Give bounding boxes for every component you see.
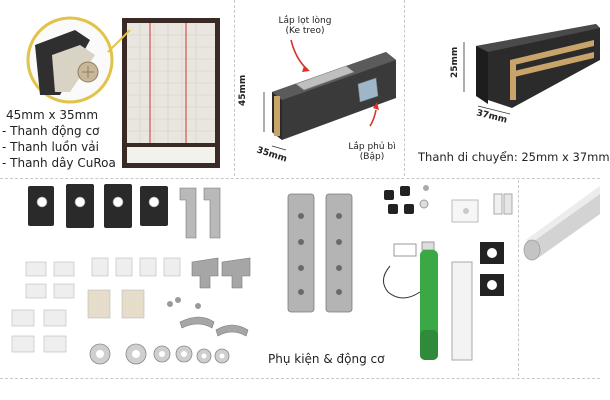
moving-bar-height-dim: 25mm: [450, 46, 460, 78]
panel-accessories: Phụ kiện & động cơ: [0, 180, 516, 376]
cover-mount-line2: (Bập): [359, 152, 385, 162]
divider-bottom: [0, 378, 600, 379]
cover-mount-label: Lắp phủ bì (Bập): [342, 142, 402, 162]
accessories-caption: Phụ kiện & động cơ: [268, 352, 385, 366]
panel-clear-rod: [520, 180, 600, 376]
frame-size-label: 45mm x 35mm: [6, 108, 99, 122]
flush-mount-line1: Lắp lọt lòng: [278, 16, 332, 26]
clear-rod-illustration: [523, 186, 600, 261]
bullet-motor-bar: - Thanh động cơ: [2, 124, 100, 138]
flush-mount-label: Lắp lọt lòng (Ke treo): [270, 16, 340, 36]
panel-frame-profile: 45mm x 35mm - Thanh động cơ - Thanh luồn…: [0, 0, 232, 176]
bullet-fabric-bar: - Thanh luồn vải: [2, 140, 99, 154]
flush-mount-line2: (Ke treo): [285, 26, 325, 36]
divider-1: [234, 0, 235, 176]
rail-profile-illustration: [263, 39, 396, 151]
panel-moving-bar: 25mm 37mm Thanh di chuyển: 25mm x 37mm: [406, 0, 610, 176]
divider-2: [404, 0, 405, 176]
rail-height-dim: 45mm: [238, 74, 248, 106]
window-frame-illustration: [26, 16, 220, 168]
divider-horizontal: [0, 178, 600, 179]
moving-bar-illustration: [463, 24, 600, 115]
cover-mount-line1: Lắp phủ bì: [348, 142, 396, 152]
accessories-illustration: [11, 184, 513, 365]
moving-bar-caption: Thanh di chuyển: 25mm x 37mm: [418, 150, 610, 164]
panel-rail-mounting: Lắp lọt lòng (Ke treo) Lắp phủ bì (Bập) …: [236, 0, 402, 176]
bullet-belt-bar: - Thanh dây CuRoa: [2, 156, 116, 170]
divider-3: [518, 180, 519, 376]
